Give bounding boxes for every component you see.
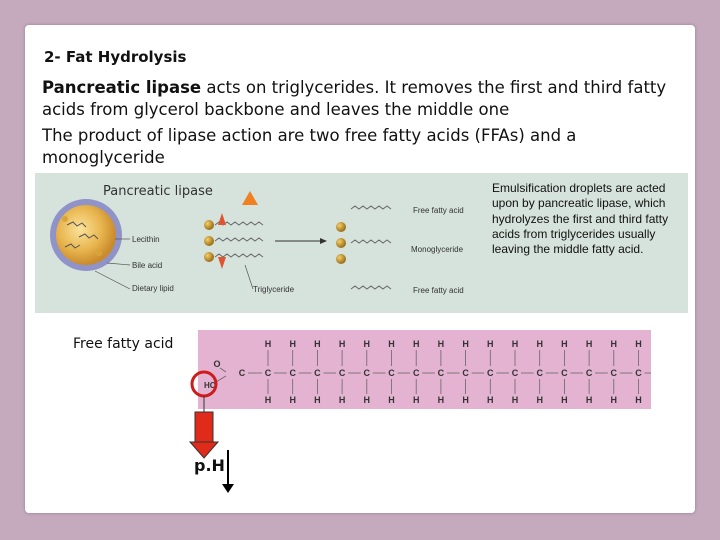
label-monoglyceride: Monoglyceride [411, 245, 464, 254]
slide-title: 2- Fat Hydrolysis [44, 48, 187, 66]
carbon-atom: C [635, 368, 642, 378]
carbon-atom: C [239, 368, 246, 378]
carboxyl-highlight-circle [190, 370, 218, 398]
carbon-atom: C [512, 368, 519, 378]
carbon-atom: C [364, 368, 371, 378]
hydrogen-atom: H [265, 395, 272, 405]
hydrogen-atom: H [339, 395, 346, 405]
enzyme-triangle-icon [242, 191, 258, 205]
hydrogen-atom: H [561, 395, 568, 405]
hydrogen-atom: H [512, 339, 519, 349]
carbon-atom: C [388, 368, 395, 378]
hydrogen-atom: H [364, 339, 371, 349]
paragraph-lipase-text: acts on triglycerides. It removes the fi… [42, 78, 667, 119]
carbon-atom: C [561, 368, 568, 378]
hydroxyl-group: HO [204, 381, 216, 390]
carbon-atom: C [438, 368, 445, 378]
triglyceride-molecule [204, 213, 264, 269]
hydrogen-atom: H [512, 395, 519, 405]
lipase-diagram [50, 191, 392, 290]
products [336, 205, 392, 290]
ffa-structure: O HO C C H H C H H C H H C H H C H H C H H C H H C H H C H H C H H C H H C H H… [204, 339, 651, 405]
hydrogen-atom: H [536, 339, 543, 349]
ffa-structure-label: Free fatty acid [73, 336, 174, 352]
ph-down-arrow-icon [188, 411, 220, 459]
bond-line [215, 375, 227, 383]
hydrogen-atom: H [388, 395, 395, 405]
hydrogen-atom: H [265, 339, 272, 349]
label-dietary-lipid: Dietary lipid [132, 284, 174, 293]
hydrogen-atom: H [536, 395, 543, 405]
label-ffa-top: Free fatty acid [413, 206, 464, 215]
hydrogen-atom: H [611, 339, 618, 349]
hydrogen-atom: H [339, 339, 346, 349]
arrow-down-icon [222, 484, 234, 493]
ffa-structure-panel [198, 330, 651, 409]
hydrogen-atom: H [388, 339, 395, 349]
hydrogen-atom: H [289, 339, 296, 349]
carbon-atom: C [339, 368, 346, 378]
hydrogen-atom: H [438, 395, 445, 405]
ph-indicator [188, 370, 234, 493]
enzyme-label: Pancreatic lipase [103, 184, 213, 199]
hydrogen-atom: H [586, 395, 593, 405]
hydrogen-atom: H [635, 395, 642, 405]
hydrogen-atom: H [487, 395, 494, 405]
hydrogen-atom: H [413, 395, 420, 405]
hydrogen-atom: H [561, 339, 568, 349]
carbon-atom: C [314, 368, 321, 378]
hydrogen-atom: H [314, 339, 321, 349]
ph-label: p.H [194, 456, 225, 475]
label-lecithin: Lecithin [132, 235, 160, 244]
emulsion-droplet [50, 199, 122, 271]
figure-caption: Emulsification droplets are acted upon b… [492, 181, 669, 257]
carbon-atom: C [611, 368, 618, 378]
hydrogen-atom: H [289, 395, 296, 405]
term-pancreatic-lipase: Pancreatic lipase [42, 78, 202, 97]
hydrogen-atom: H [586, 339, 593, 349]
paragraph-products: The product of lipase action are two fre… [42, 126, 577, 167]
label-bile-acid: Bile acid [132, 261, 163, 270]
carbon-atom: C [536, 368, 543, 378]
carbon-atom: C [413, 368, 420, 378]
carbon-atom: C [462, 368, 469, 378]
carbon-atom: C [289, 368, 296, 378]
carbon-atom: C [586, 368, 593, 378]
carbon-atom: C [487, 368, 494, 378]
hydrogen-atom: H [364, 395, 371, 405]
hydrogen-atom: H [462, 339, 469, 349]
lipase-figure [35, 173, 688, 313]
hydrogen-atom: H [314, 395, 321, 405]
hydrogen-atom: H [438, 339, 445, 349]
hydrogen-atom: H [611, 395, 618, 405]
paragraph-lipase: Pancreatic lipase acts on triglycerides.… [42, 77, 692, 121]
hydrogen-atom: H [413, 339, 420, 349]
label-ffa-bottom: Free fatty acid [413, 286, 464, 295]
bond-line [219, 367, 227, 373]
label-triglyceride: Triglyceride [253, 285, 295, 294]
hydrogen-atom: H [487, 339, 494, 349]
carbon-atom: C [265, 368, 272, 378]
oxygen-atom: O [213, 359, 220, 369]
hydrogen-atom: H [462, 395, 469, 405]
hydrogen-atom: H [635, 339, 642, 349]
